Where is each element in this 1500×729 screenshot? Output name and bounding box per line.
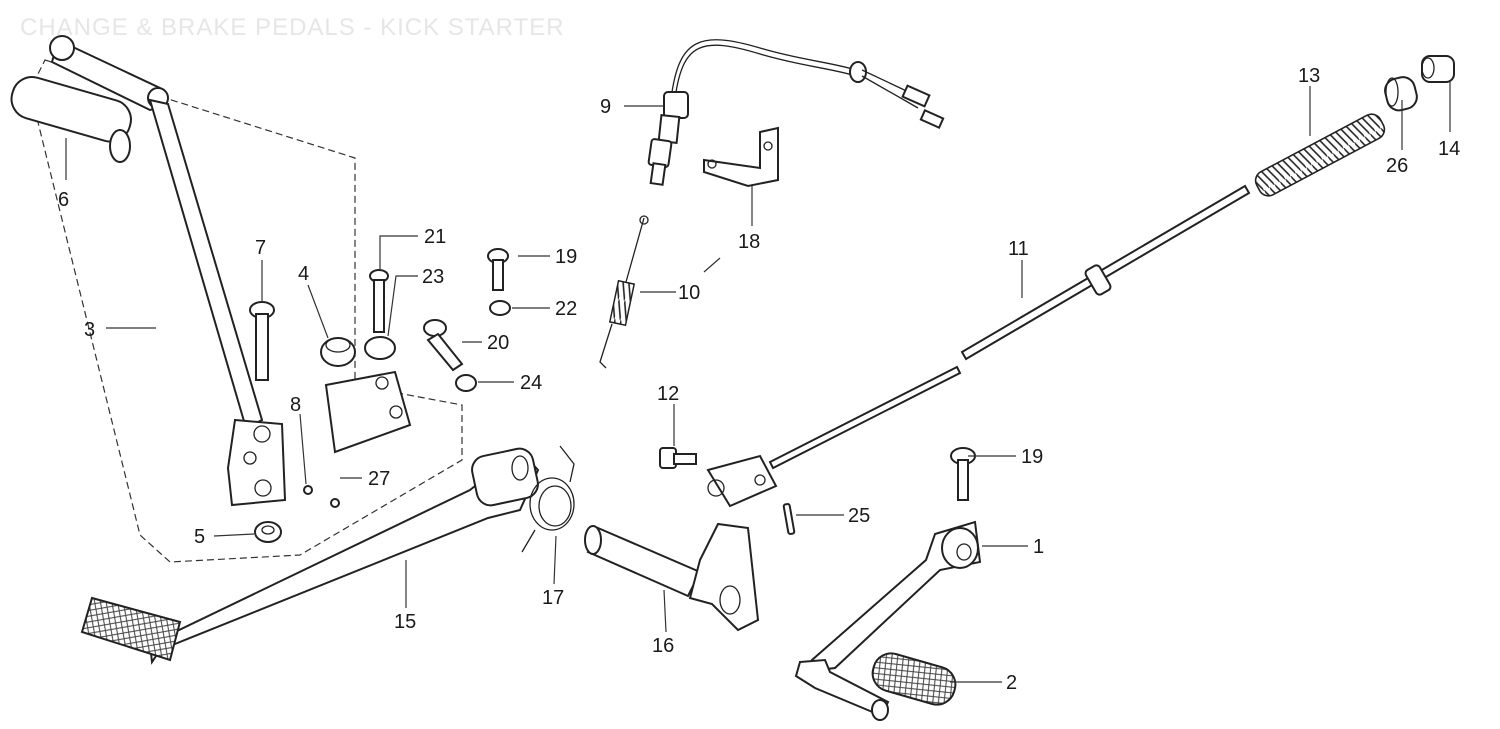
callout-19-upper: 19: [555, 246, 577, 268]
callout-21: 21: [424, 226, 446, 248]
callout-2: 2: [1006, 672, 1017, 694]
brake-light-switch: [647, 39, 945, 186]
pin-27: [330, 498, 340, 508]
brake-arm-joint: [706, 454, 778, 508]
callout-15: 15: [394, 611, 416, 633]
callout-labels: 6 7 4 21 23 19 22 20 24 3 8 27 5 9 10 18…: [58, 65, 1460, 694]
callout-22: 22: [555, 298, 577, 320]
kick-starter-rubber: [871, 652, 957, 706]
callout-8: 8: [290, 394, 301, 416]
assembly-outline: [29, 59, 463, 563]
callout-24: 24: [520, 372, 542, 394]
callout-16: 16: [652, 635, 674, 657]
brake-switch-spring: [599, 215, 649, 369]
callout-11: 11: [1008, 238, 1029, 260]
pivot-bolt: [249, 301, 275, 381]
collar: [320, 337, 356, 367]
brake-rod: [768, 184, 1251, 470]
callout-17: 17: [542, 587, 564, 609]
pin-12: [659, 447, 697, 469]
callout-20: 20: [487, 332, 509, 354]
change-pedal-rubber: [10, 76, 132, 163]
callout-14: 14: [1438, 138, 1460, 160]
kick-starter-arm: [794, 520, 982, 721]
callout-19-lower: 19: [1021, 446, 1043, 468]
leader-lines: [65, 82, 1451, 683]
callout-6: 6: [58, 189, 69, 211]
callout-7: 7: [255, 237, 266, 259]
callout-13: 13: [1298, 65, 1320, 87]
link-bracket: [324, 370, 412, 454]
bolt-20: [423, 319, 464, 372]
change-pedal-arm: [49, 35, 287, 507]
callout-26: 26: [1386, 155, 1408, 177]
nut-5: [254, 521, 282, 543]
washer-23: [364, 336, 396, 360]
bolt-19-upper: [487, 248, 509, 291]
switch-bracket: [703, 126, 779, 188]
return-spring: [521, 445, 575, 553]
callout-23: 23: [422, 266, 444, 288]
diagram-title: CHANGE & BRAKE PEDALS - KICK STARTER: [20, 14, 565, 41]
callout-10: 10: [678, 282, 700, 304]
pin-8: [303, 485, 313, 495]
brake-rod-spring: [1254, 113, 1386, 197]
callout-12: 12: [657, 383, 679, 405]
callout-18: 18: [738, 231, 760, 253]
joint-26: [1384, 76, 1418, 112]
bolt-21: [369, 269, 389, 333]
brake-pedal: [80, 447, 540, 665]
callout-3: 3: [84, 319, 95, 341]
callout-1: 1: [1033, 536, 1044, 558]
adjusting-nut: [1421, 55, 1455, 83]
nut-24: [455, 374, 477, 392]
callout-9: 9: [600, 96, 611, 118]
nut-22: [489, 300, 511, 316]
callout-4: 4: [298, 263, 309, 285]
cotter-pin: [782, 503, 796, 535]
callout-25: 25: [848, 505, 870, 527]
kick-starter-spindle: [584, 522, 760, 632]
callout-27: 27: [368, 468, 390, 490]
callout-5: 5: [194, 526, 205, 548]
